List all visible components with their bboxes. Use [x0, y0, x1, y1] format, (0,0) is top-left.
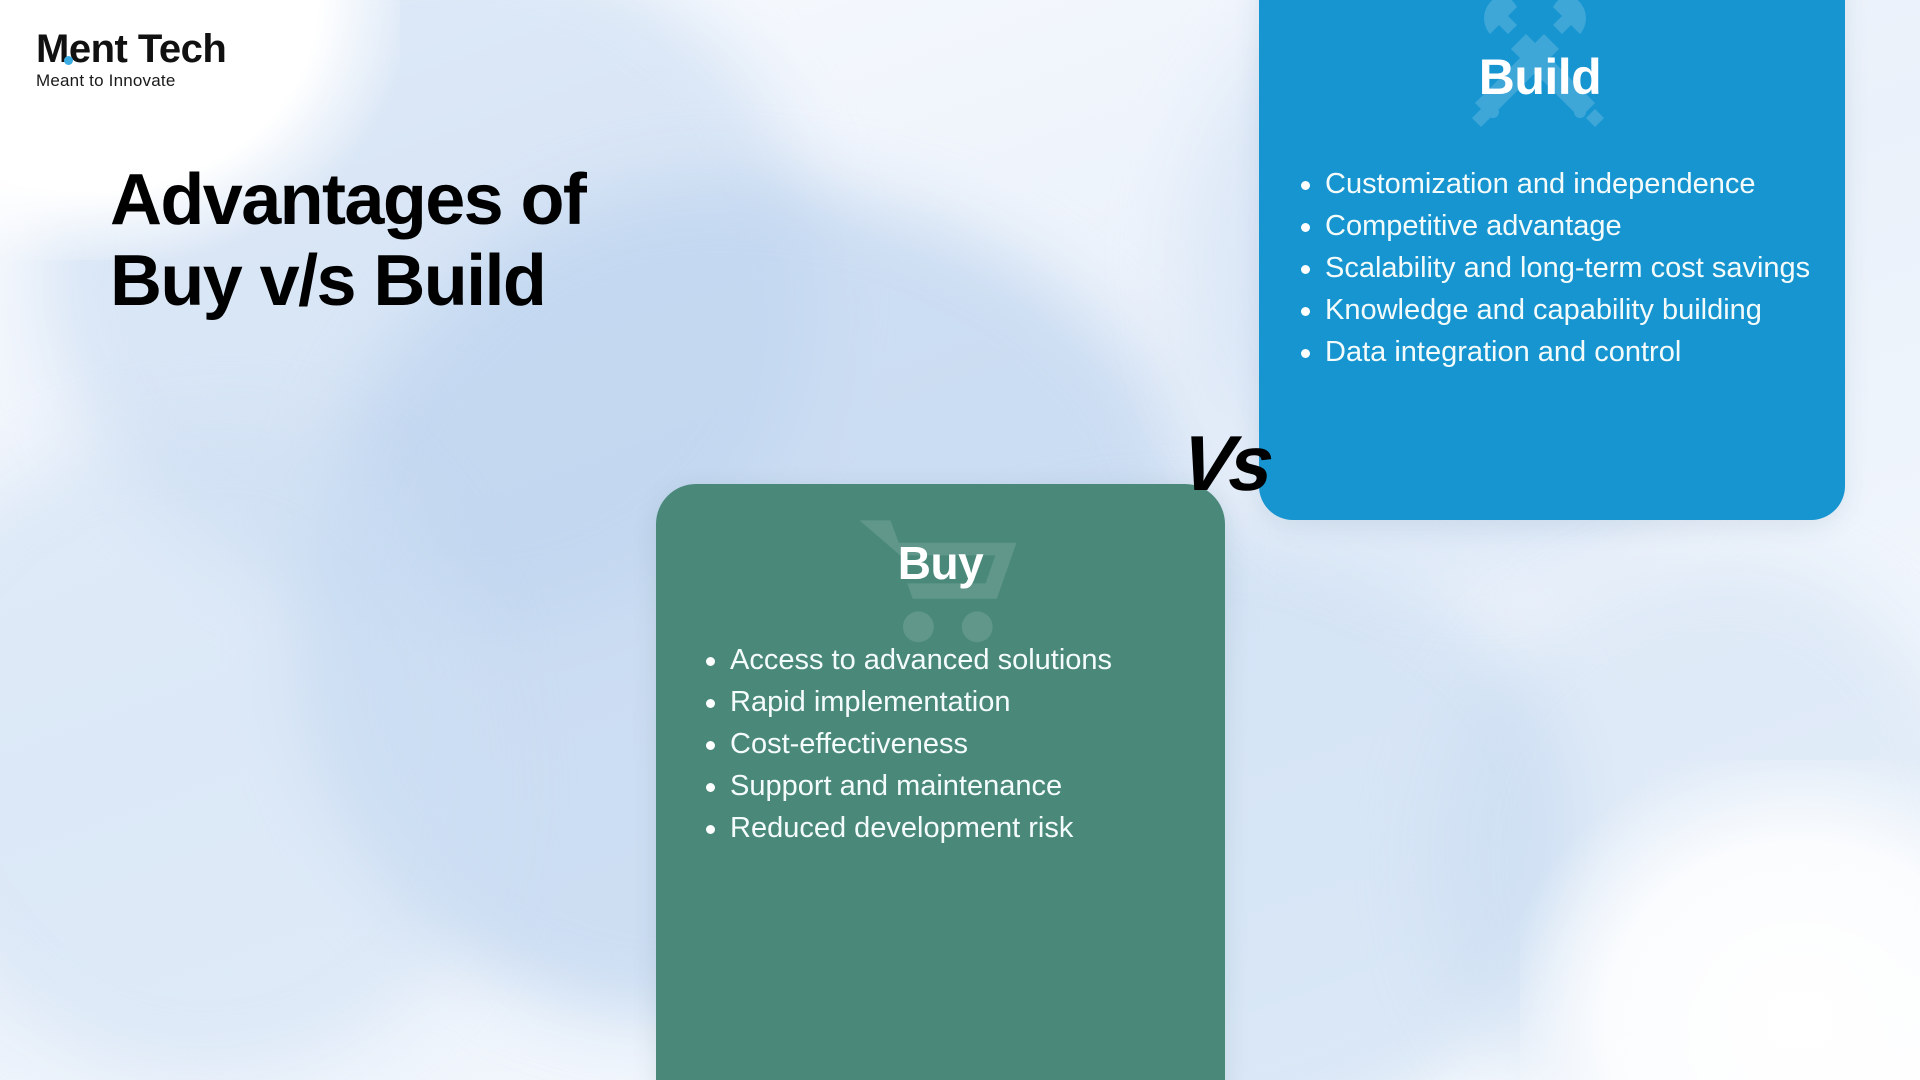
card-buy: Buy Access to advanced solutions Rapid i… [656, 484, 1225, 1080]
brand-name: Ment Tech [36, 27, 227, 71]
card-buy-title: Buy [897, 537, 984, 589]
list-item: Rapid implementation [700, 682, 1203, 722]
watercolor-blob [0, 420, 500, 1080]
background-highlight-bottom-right [1520, 760, 1920, 1080]
watercolor-blob [1430, 560, 1920, 1080]
page-title: Advantages of Buy v/s Build [110, 160, 587, 321]
card-buy-list: Access to advanced solutions Rapid imple… [656, 640, 1225, 848]
card-build: Build Customization and independence Com… [1259, 0, 1845, 520]
list-item: Data integration and control [1295, 332, 1821, 372]
list-item: Knowledge and capability building [1295, 290, 1821, 330]
brand-dot-icon [64, 56, 73, 65]
list-item: Scalability and long-term cost savings [1295, 248, 1821, 288]
brand-tagline: Meant to Innovate [36, 71, 176, 90]
list-item: Access to advanced solutions [700, 640, 1203, 680]
list-item: Cost-effectiveness [700, 724, 1203, 764]
card-build-title: Build [1478, 49, 1602, 105]
list-item: Customization and independence [1295, 164, 1821, 204]
list-item: Competitive advantage [1295, 206, 1821, 246]
list-item: Reduced development risk [700, 808, 1203, 848]
list-item: Support and maintenance [700, 766, 1203, 806]
versus-badge: Vs [1177, 419, 1275, 507]
brand-logo: Ment Tech Meant to Innovate [36, 28, 336, 91]
card-build-list: Customization and independence Competiti… [1259, 164, 1845, 372]
